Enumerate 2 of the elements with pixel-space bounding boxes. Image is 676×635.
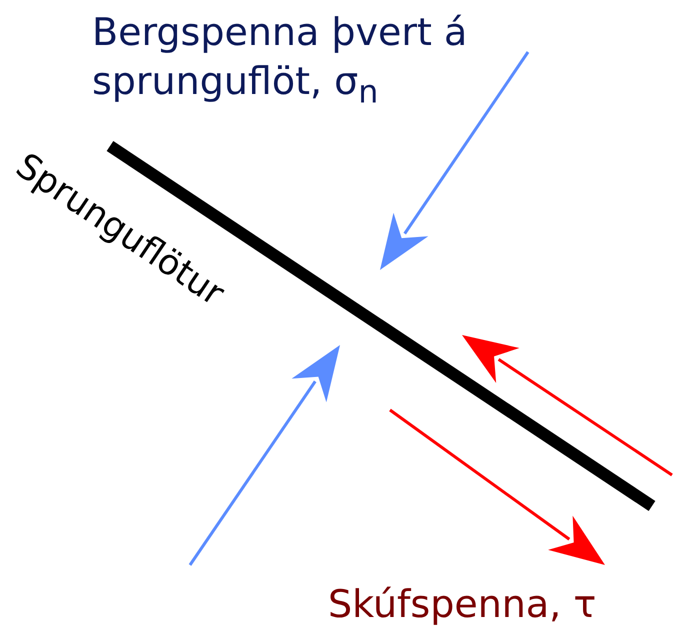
stress-label: Bergspenna þvert á sprunguflöt, σ$_{n}$ [92,9,468,113]
shear-stress-label: Skúfspenna, τ [328,582,596,628]
